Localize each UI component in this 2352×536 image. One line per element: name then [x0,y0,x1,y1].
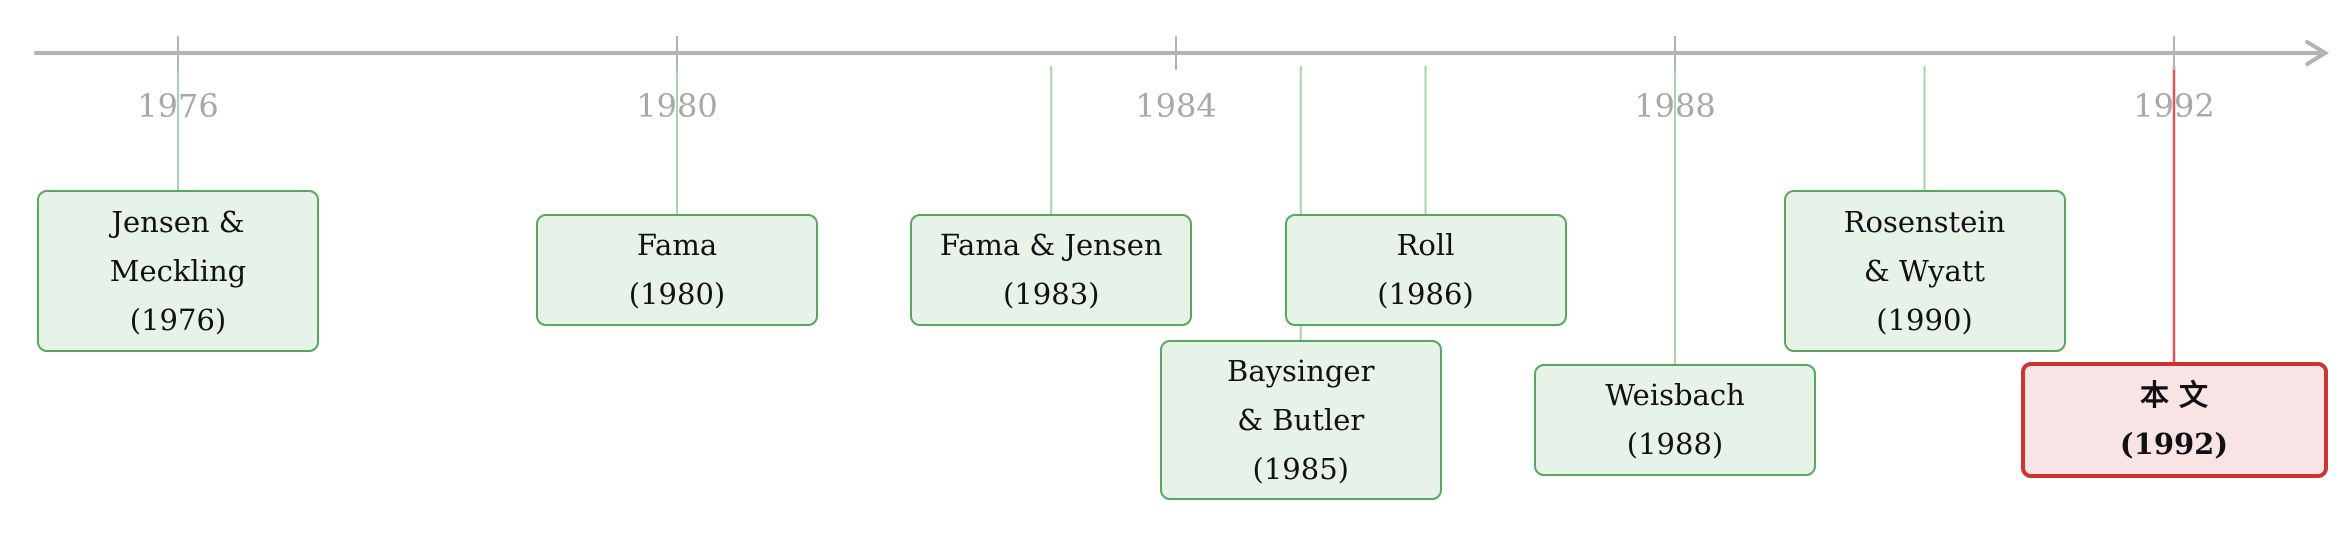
event-label-line: (1983) [1003,277,1100,311]
axis-arrow-icon [2305,40,2330,66]
event-label-line: Rosenstein [1843,204,2006,239]
event-label-line: Roll [1396,228,1455,262]
event-label-line: Jensen & [111,204,245,239]
event-label-line: (1992) [2119,427,2229,461]
event-label-line: & Butler [1237,402,1365,437]
event-label-line: Fama [636,228,718,262]
event-box: Weisbach (1988) [1534,364,1816,476]
event-label-line: Fama & Jensen [939,228,1163,262]
event-label-line: (1986) [1377,277,1474,311]
event-label-line: & Wyatt [1863,253,1986,288]
event-box-current-paper: 本 文 (1992) [2020,362,2328,478]
event-label-line: Weisbach [1605,378,1745,412]
event-label-line: Baysinger [1227,353,1375,388]
year-label: 1988 [1634,87,1715,125]
event-label-line: 本 文 [2139,378,2209,412]
event-box: Fama & Jensen (1983) [910,214,1193,326]
event-label-line: (1985) [1252,451,1349,486]
event-label-line: (1976) [129,302,227,337]
year-label: 1992 [2133,87,2214,125]
event-label-line: (1990) [1876,302,1973,337]
year-ticks: 1976 1980 1984 1988 1992 [137,36,2215,125]
event-label-line: Meckling [109,253,247,288]
event-box: Baysinger & Butler (1985) [1159,340,1442,500]
event-box: Jensen & Meckling (1976) [37,190,319,352]
event-label-line: (1980) [628,277,726,311]
event-box: Rosenstein & Wyatt (1990) [1783,190,2066,352]
year-label: 1976 [137,87,218,125]
event-box: Roll (1986) [1284,214,1567,326]
timeline-axis [34,40,2330,66]
event-label-line: (1988) [1626,427,1724,461]
year-label: 1984 [1135,87,1216,125]
year-label: 1980 [636,87,717,125]
event-box: Fama (1980) [536,214,818,326]
